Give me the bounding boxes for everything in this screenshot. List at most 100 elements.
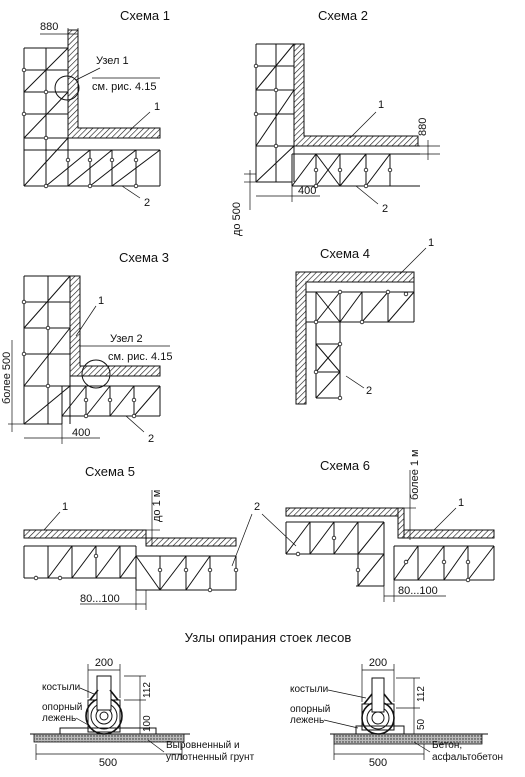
scheme-2-dim-side [404, 140, 440, 160]
scheme-5-slab-right [145, 537, 237, 547]
support-left-post [96, 675, 112, 711]
scheme-1-label-1: 1 [154, 101, 160, 113]
scheme-4-label-2: 2 [366, 385, 372, 397]
scheme-3-scaffold [23, 275, 161, 425]
support-right-crutch-a [363, 693, 373, 705]
scheme-3-dim-bottom [24, 424, 100, 444]
scheme-1-title: Схема 1 [120, 8, 170, 23]
support-right-post [371, 677, 385, 713]
support-left-ground [33, 733, 185, 743]
scheme-5-slab-left [23, 529, 147, 539]
support-left-dim-bottom: 500 [99, 757, 117, 769]
scheme-5-leader-2 [231, 513, 253, 567]
scheme-2-nodes [253, 63, 393, 189]
scheme-5-label-2: 2 [254, 501, 260, 513]
scheme-5-dim-bottom-label: 80...100 [80, 593, 120, 605]
support-right-dim-top: 200 [369, 657, 387, 669]
scheme-6-slab-left [285, 507, 405, 517]
scheme-1-note-title: Узел 1 [96, 55, 129, 67]
scheme-6-step [397, 507, 405, 539]
scheme-2-title: Схема 2 [318, 8, 368, 23]
scheme-5-title: Схема 5 [85, 464, 135, 479]
scheme-6-slab-right [403, 529, 495, 539]
scheme-3-nodes [21, 299, 137, 419]
scheme-5-dim-bottom [80, 590, 147, 610]
scheme-6-nodes [295, 535, 471, 583]
support-left-dim-right-bottom: 100 [142, 715, 153, 732]
scheme-5-dim-vertical [146, 490, 160, 546]
scheme-3-leader-2 [125, 415, 145, 433]
scheme-6-leader-1 [433, 507, 457, 531]
support-right-dims [333, 664, 425, 760]
support-left-dim-right-top: 112 [142, 682, 153, 698]
scheme-1-note-ref: см. рис. 4.15 [92, 81, 156, 93]
support-left: 200 112 100 500 костыли опорный лежень В… [30, 657, 255, 769]
support-right-label-bearing-1: опорный [290, 704, 330, 715]
scheme-1-leader-1 [129, 111, 151, 131]
supports-title: Узлы опирания стоек лесов [185, 630, 352, 645]
scheme-3-note-title: Узел 2 [110, 333, 143, 345]
scheme-6-label-1: 1 [458, 497, 464, 509]
support-left-label-bearing-1: опорный [42, 702, 82, 713]
scheme-3-dim-vertical [8, 340, 24, 432]
scheme-4-leader-1 [399, 247, 427, 275]
scheme-4: Схема 4 1 [295, 237, 434, 405]
scheme-3-label-1: 1 [98, 295, 104, 307]
scheme-2-dim-bottom-label: 400 [298, 185, 316, 197]
scheme-5-leader-1 [43, 511, 61, 531]
scheme-2-dim-vertical [244, 170, 256, 210]
scheme-1-nodes [21, 67, 139, 189]
support-left-dim-top: 200 [95, 657, 113, 669]
scheme-2-label-1: 1 [378, 99, 384, 111]
scheme-6-leader-2 [261, 513, 297, 547]
scheme-2-leader-1 [349, 111, 377, 139]
scheme-3-leader-1 [75, 305, 97, 337]
support-left-label-ground-1: Выровненный и [166, 740, 240, 751]
scheme-5-scaffold [23, 545, 237, 591]
support-left-label-ground-2: уплотненный грунт [166, 752, 255, 763]
support-right: 200 112 50 500 костыли опорный лежень Бе… [290, 657, 503, 769]
scheme-1-leader-2 [121, 185, 141, 199]
scheme-3-note-ref: см. рис. 4.15 [108, 351, 172, 363]
support-left-crutch-a [89, 689, 99, 701]
scheme-1-label-2: 2 [144, 197, 150, 209]
support-right-label-bearing-2: лежень [290, 715, 324, 726]
support-right-dim-right-top: 112 [416, 686, 427, 702]
scheme-2-wall [293, 43, 419, 147]
support-left-dims [35, 664, 183, 760]
scheme-4-label-1: 1 [428, 237, 434, 249]
scheme-6-title: Схема 6 [320, 458, 370, 473]
scheme-6-dim-bottom-label: 80...100 [398, 585, 438, 597]
scheme-1-node-marker [54, 75, 80, 101]
scheme-3-node-marker [81, 359, 111, 389]
support-left-label-crutches: костыли [42, 682, 80, 693]
scheme-2-label-2: 2 [382, 203, 388, 215]
support-right-label-ground-1: Бетон, [432, 740, 462, 751]
support-right-dim-bottom: 500 [369, 757, 387, 769]
scheme-3-dim-vertical-label: более 500 [1, 352, 13, 404]
scheme-4-scaffold [306, 282, 415, 399]
scheme-3-label-2: 2 [148, 433, 154, 445]
scheme-6-dim-bottom [383, 580, 446, 602]
scheme-2: Схема 2 [231, 8, 440, 236]
scheme-1-scaffold [23, 47, 161, 187]
scheme-2-dim-side-label: 880 [417, 118, 429, 136]
scheme-6-dim-vertical [404, 470, 416, 540]
scheme-1-node-leader [75, 67, 101, 81]
scheme-4-nodes [313, 289, 409, 401]
scheme-2-dim-bottom [256, 186, 320, 202]
scheme-6: Схема 6 [285, 449, 495, 602]
support-right-label-crutches: костыли [290, 684, 328, 695]
scheme-4-wall [295, 271, 415, 405]
scheme-3: Схема 3 [1, 250, 172, 445]
support-left-crutch-b [109, 689, 119, 701]
scheme-3-title: Схема 3 [119, 250, 169, 265]
scheme-2-dim-vertical-label: до 500 [231, 202, 243, 236]
support-left-label-bearing-2: лежень [42, 713, 76, 724]
support-right-crutch-b [383, 693, 393, 705]
scheme-1: Схема 1 [21, 8, 170, 209]
scheme-1-dim-top-label: 880 [40, 21, 58, 33]
scheme-4-leader-2 [345, 375, 365, 389]
support-right-label-ground-2: асфальтобетон [432, 751, 503, 763]
